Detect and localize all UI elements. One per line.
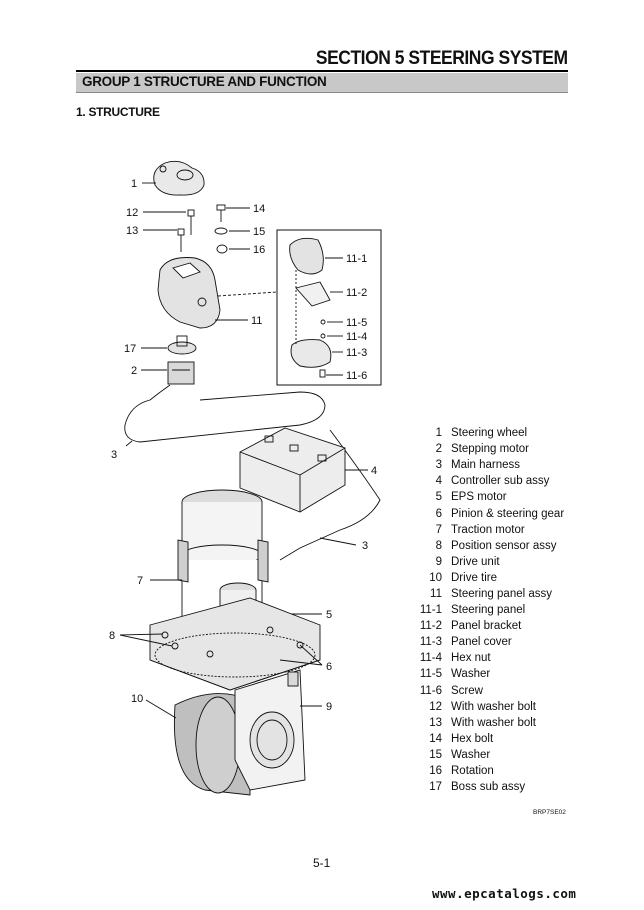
- drive-unit-base: [149, 597, 321, 691]
- callout-11-1: 11-1: [346, 253, 367, 265]
- drive-tire-part: [173, 693, 251, 796]
- callout-13: 13: [126, 225, 138, 237]
- callout-11-2: 11-2: [346, 287, 367, 299]
- page-number: 5-1: [313, 856, 331, 870]
- callout-2: 2: [131, 365, 137, 377]
- figure-code: BRP7SE02: [533, 809, 566, 816]
- drive-unit-gearbox: [234, 669, 306, 791]
- callout-12: 12: [126, 207, 138, 219]
- group-title: GROUP 1 STRUCTURE AND FUNCTION: [82, 74, 327, 89]
- steering-panel-assy: [157, 257, 221, 329]
- stepping-motor-part: [167, 361, 195, 385]
- callout-4: 4: [371, 465, 377, 477]
- callout-8: 8: [109, 630, 115, 642]
- callout-11-3: 11-3: [346, 347, 367, 359]
- washer-bolts-12-13: [177, 209, 195, 252]
- callout-9: 9: [326, 701, 332, 713]
- title-rule: [76, 70, 568, 72]
- subheading: 1. STRUCTURE: [76, 105, 160, 119]
- callout-3-right: 3: [362, 540, 368, 552]
- callout-14: 14: [253, 203, 265, 215]
- callout-11-5: 11-5: [346, 317, 367, 329]
- callout-17: 17: [124, 343, 136, 355]
- callout-5: 5: [326, 609, 332, 621]
- callout-7: 7: [137, 575, 143, 587]
- main-harness: [124, 384, 326, 443]
- bolt-washer-rotation: [214, 204, 228, 254]
- steering-wheel-part: [153, 160, 205, 196]
- section-title: SECTION 5 STEERING SYSTEM: [316, 48, 568, 69]
- callout-11-6: 11-6: [346, 370, 367, 382]
- boss-sub-assy: [167, 335, 197, 355]
- group-bar: GROUP 1 STRUCTURE AND FUNCTION: [76, 73, 568, 93]
- callout-15: 15: [253, 226, 265, 238]
- callout-6: 6: [326, 661, 332, 673]
- callout-1: 1: [131, 178, 137, 190]
- footer-url: www.epcatalogs.com: [432, 886, 577, 901]
- callout-10: 10: [131, 693, 143, 705]
- callout-11-4: 11-4: [346, 331, 367, 343]
- controller-sub-assy: [239, 427, 346, 513]
- panel-detail-parts: [289, 237, 332, 378]
- callout-16: 16: [253, 244, 265, 256]
- callout-3-left: 3: [111, 449, 117, 461]
- callout-11: 11: [251, 315, 262, 327]
